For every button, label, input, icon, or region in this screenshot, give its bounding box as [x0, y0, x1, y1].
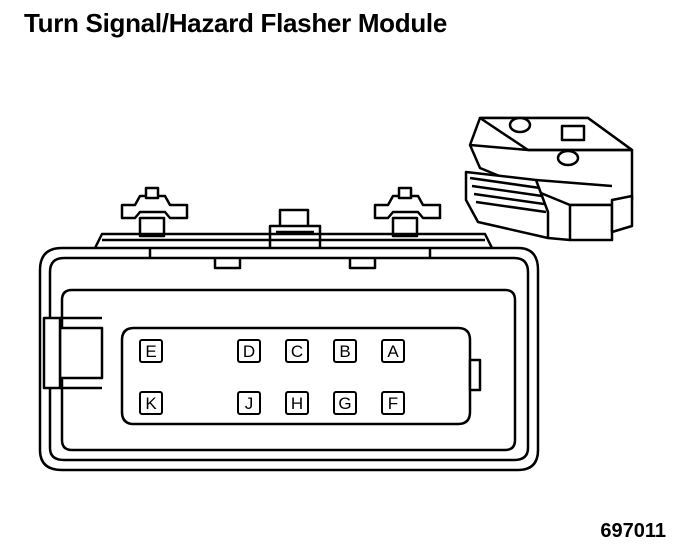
- pin-label: A: [387, 342, 399, 361]
- pin-terminal: [285, 339, 309, 363]
- pin-a: A: [381, 339, 405, 363]
- pin-label: C: [291, 342, 303, 361]
- right-mounting-post: [373, 186, 442, 238]
- pin-label: B: [339, 342, 350, 361]
- pin-terminal: [139, 339, 163, 363]
- pin-k: K: [139, 391, 163, 415]
- figure-number: 697011: [600, 520, 666, 542]
- pin-terminal: [139, 391, 163, 415]
- pin-terminal: [285, 391, 309, 415]
- pin-label: J: [245, 394, 254, 413]
- pin-terminal: [381, 339, 405, 363]
- pin-label: E: [145, 342, 156, 361]
- pin-j: J: [237, 391, 261, 415]
- pin-label: H: [291, 394, 303, 413]
- pin-d: D: [237, 339, 261, 363]
- pin-label: K: [145, 394, 157, 413]
- pin-terminal: [333, 391, 357, 415]
- pin-b: B: [333, 339, 357, 363]
- pin-terminal: [381, 391, 405, 415]
- pin-label: F: [388, 394, 398, 413]
- pin-h: H: [285, 391, 309, 415]
- diagram-title: Turn Signal/Hazard Flasher Module: [24, 8, 448, 38]
- pin-g: G: [333, 391, 357, 415]
- housing-top-rail: [93, 232, 494, 249]
- left-mounting-post: [120, 186, 189, 238]
- pin-terminal: [237, 391, 261, 415]
- pin-label: D: [243, 342, 255, 361]
- pin-e: E: [139, 339, 163, 363]
- pin-c: C: [285, 339, 309, 363]
- pin-f: F: [381, 391, 405, 415]
- keying-rib: [468, 358, 482, 392]
- pin-terminal: [333, 339, 357, 363]
- pin-terminal: [237, 339, 261, 363]
- module-illustration: [464, 116, 634, 242]
- pin-label: G: [338, 394, 351, 413]
- left-side-tab: [58, 326, 104, 380]
